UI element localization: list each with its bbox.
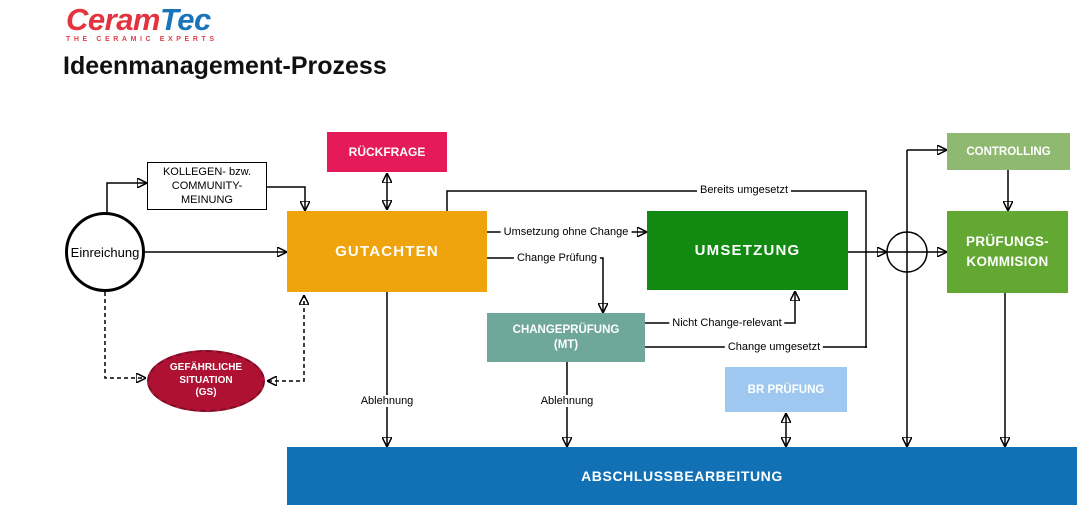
node-einreichung-label: Einreichung [70, 244, 140, 260]
node-pk-line1: PRÜFUNGS- [966, 234, 1049, 250]
page-title: Ideenmanagement-Prozess [63, 52, 387, 80]
node-gs-line3: (GS) [195, 387, 217, 399]
edge-gs-gutachten-dashed [268, 296, 304, 381]
node-gs-line2: SITUATION [179, 374, 233, 386]
node-kollegen-line3: MEINUNG [181, 194, 233, 207]
node-gutachten: GUTACHTEN [287, 211, 487, 292]
logo-wordmark: CeramTec [66, 2, 218, 37]
edge-label-change-umgesetzt: Change umgesetzt [724, 341, 824, 353]
edge-label-bereits-umgesetzt: Bereits umgesetzt [696, 184, 792, 196]
node-gutachten-label: GUTACHTEN [335, 243, 439, 260]
logo-word-tec: Tec [160, 2, 211, 37]
node-changepruefung-line2: (MT) [553, 338, 579, 351]
node-kollegen-line2: COMMUNITY- [171, 179, 243, 192]
node-changepruefung-line1: CHANGEPRÜFUNG [512, 323, 620, 336]
node-changepruefung: CHANGEPRÜFUNG (MT) [487, 313, 645, 362]
node-gs-line1: GEFÄHRLICHE [169, 362, 243, 374]
node-pk-line2: KOMMISION [966, 254, 1049, 269]
node-abschlussbearbeitung: ABSCHLUSSBEARBEITUNG [287, 447, 1077, 505]
edge-einreichung-to-kollegen [106, 183, 146, 212]
node-abschluss-label: ABSCHLUSSBEARBEITUNG [581, 468, 783, 484]
node-br-pruefung: BR PRÜFUNG [725, 367, 847, 412]
node-kollegen-line1: KOLLEGEN- bzw. [162, 165, 252, 178]
node-umsetzung-label: UMSETZUNG [694, 242, 801, 259]
edge-label-umsetzung-ohne-change: Umsetzung ohne Change [500, 226, 632, 238]
edge-einreichung-to-gs-dashed [104, 292, 145, 378]
logo-tagline: THE CERAMIC EXPERTS [66, 36, 218, 43]
edge-label-ablehnung-gutachten: Ablehnung [357, 395, 417, 407]
edge-kollegen-to-gutachten [267, 186, 305, 210]
edge-label-nicht-change-relevant: Nicht Change-relevant [669, 317, 785, 329]
node-controlling-label: CONTROLLING [966, 145, 1051, 158]
node-einreichung: Einreichung [65, 212, 145, 292]
node-pruefungskommision: PRÜFUNGS- KOMMISION [947, 211, 1068, 293]
node-rueckfrage-label: RÜCKFRAGE [348, 145, 426, 159]
edge-label-change-pruefung: Change Prüfung [513, 252, 601, 264]
node-controlling: CONTROLLING [947, 133, 1070, 170]
edge-change-pruefung [487, 257, 603, 312]
node-umsetzung: UMSETZUNG [647, 211, 848, 290]
logo-word-ceram: Ceram [66, 2, 161, 37]
node-rueckfrage: RÜCKFRAGE [327, 132, 447, 172]
ceramtec-logo: CeramTec THE CERAMIC EXPERTS [66, 2, 218, 43]
node-br-pruefung-label: BR PRÜFUNG [747, 383, 825, 396]
edge-bereits-umgesetzt [446, 190, 867, 348]
junction-circle [886, 231, 928, 273]
node-kollegen-meinung: KOLLEGEN- bzw. COMMUNITY- MEINUNG [147, 162, 267, 210]
edge-label-ablehnung-changepruefung: Ablehnung [537, 395, 597, 407]
node-gefaehrliche-situation: GEFÄHRLICHE SITUATION (GS) [147, 350, 265, 412]
